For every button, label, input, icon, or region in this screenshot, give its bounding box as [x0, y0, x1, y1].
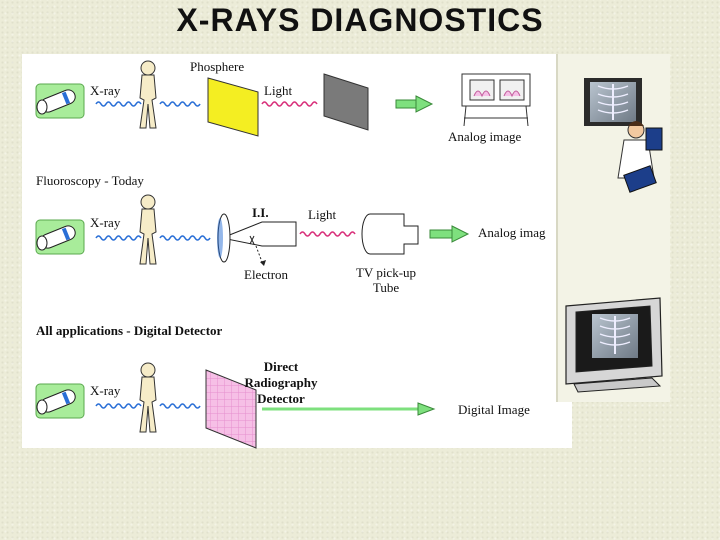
analog-image-label: Analog imag: [478, 225, 546, 240]
diagram-panel: [22, 54, 572, 448]
patient-silhouette-icon: [139, 194, 157, 265]
radiography-label: Radiography: [244, 375, 318, 390]
xray-wave: [95, 101, 142, 107]
output-arrow-icon: [262, 402, 436, 416]
detector-label: Detector: [257, 391, 305, 406]
xray-tube-icon: [35, 83, 85, 119]
tv-pickup-tube-icon: [361, 213, 419, 255]
light-label: Light: [264, 83, 293, 98]
xray-wave: [159, 101, 201, 107]
analog-image-label: Analog image: [448, 129, 522, 144]
phosphor-label: Phosphere: [190, 59, 245, 74]
xray-film-image-icon: [584, 78, 642, 126]
film-plate: [323, 73, 369, 131]
patient-silhouette-icon: [139, 60, 157, 129]
section-heading-digital: All applications - Digital Detector: [36, 323, 223, 338]
xray-label: X-ray: [90, 215, 121, 230]
digital-image-label: Digital Image: [458, 402, 530, 417]
patient-silhouette-icon: [139, 362, 157, 433]
xray-wave: [159, 403, 201, 409]
electron-label: Electron: [244, 267, 289, 282]
light-wave: [261, 101, 318, 107]
doctor-illustration-icon: [617, 121, 663, 193]
xray-wave: [95, 235, 142, 241]
direct-label: Direct: [263, 359, 299, 374]
xray-tube-icon: [35, 383, 85, 419]
xray-label: X-ray: [90, 83, 121, 98]
image-intensifier-label: I.I.: [252, 205, 269, 220]
output-arrow-icon: [429, 225, 470, 243]
computer-monitor-icon: [565, 297, 663, 393]
xray-tube-icon: [35, 219, 85, 255]
xray-label: X-ray: [90, 383, 121, 398]
image-intensifier-icon: [217, 213, 297, 266]
xray-wave: [95, 403, 142, 409]
tube-label: Tube: [372, 280, 400, 295]
slide-title: X-RAYS DIAGNOSTICS: [176, 2, 544, 38]
tv-pickup-label: TV pick-up: [355, 265, 417, 280]
xray-wave: [159, 235, 211, 241]
phosphor-screen: [207, 77, 259, 137]
light-label: Light: [308, 207, 337, 222]
lightbox-viewer-icon: [461, 73, 531, 127]
light-wave: [299, 231, 356, 237]
digital-detector-panel: [205, 369, 257, 449]
section-heading-fluoroscopy: Fluoroscopy - Today: [36, 173, 144, 188]
output-arrow-icon: [395, 95, 434, 113]
